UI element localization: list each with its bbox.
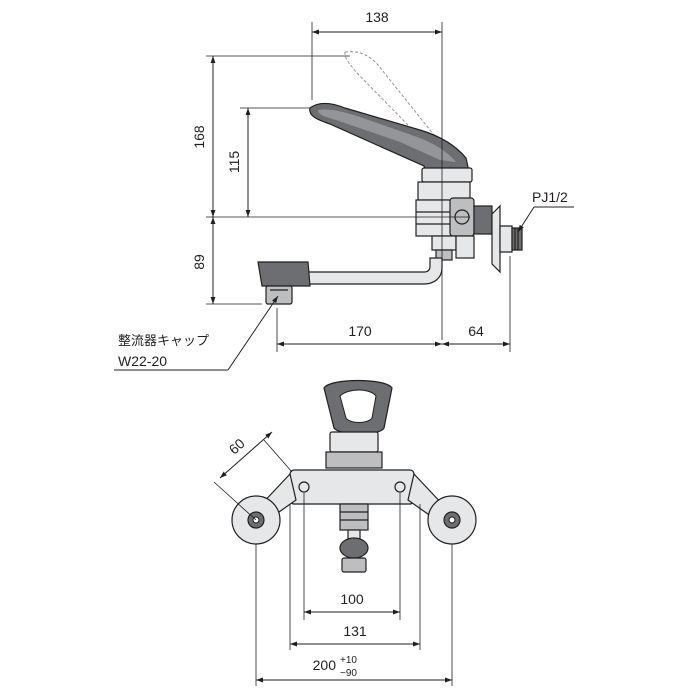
dim-handle-height: 115 — [226, 151, 242, 174]
thread-label: PJ1/2 — [532, 189, 568, 205]
spout-pipe — [299, 257, 443, 285]
front-handle-grip — [339, 389, 377, 423]
front-cartridge — [329, 431, 379, 453]
dim-total-height: 168 — [191, 125, 207, 149]
cartridge-body — [417, 181, 471, 201]
aerator-label-size: W22-20 — [118, 353, 167, 369]
front-spout-head — [339, 537, 369, 559]
front-stem — [339, 503, 369, 531]
body-bolt-left — [298, 481, 310, 493]
aerator-label-jp: 整流器キャップ — [118, 334, 209, 349]
dim-spout-reach: 170 — [348, 323, 372, 339]
eccentric-pipe — [499, 225, 513, 253]
dim-angle-size: 60 — [226, 435, 248, 457]
dim-spout-drop: 89 — [191, 254, 207, 270]
body-bolt-right — [394, 481, 406, 493]
wall-flange — [491, 204, 501, 274]
cartridge-cap — [421, 167, 473, 183]
lower-stem — [431, 235, 457, 251]
side-view: 138 168 115 89 170 64 PJ1/2 整流器キャップ W22-… — [114, 9, 574, 371]
front-view: 100 131 200 +10 −90 60 — [213, 379, 477, 686]
dim-fitting-length: 64 — [468, 323, 484, 339]
dim-top-width: 138 — [365, 9, 389, 25]
union-nut — [473, 205, 493, 235]
dim-tolerance-minus: −90 — [340, 668, 357, 679]
dim-inner-width: 100 — [340, 591, 364, 607]
dim-tolerance-plus: +10 — [340, 655, 357, 666]
front-aerator — [341, 557, 367, 573]
handle-highlight — [318, 109, 456, 162]
dim-center-spacing: 200 — [313, 657, 337, 673]
spout-head — [257, 261, 311, 287]
threaded-end — [511, 227, 523, 251]
dim-mount-width: 131 — [343, 623, 367, 639]
aerator-cap — [265, 285, 293, 305]
